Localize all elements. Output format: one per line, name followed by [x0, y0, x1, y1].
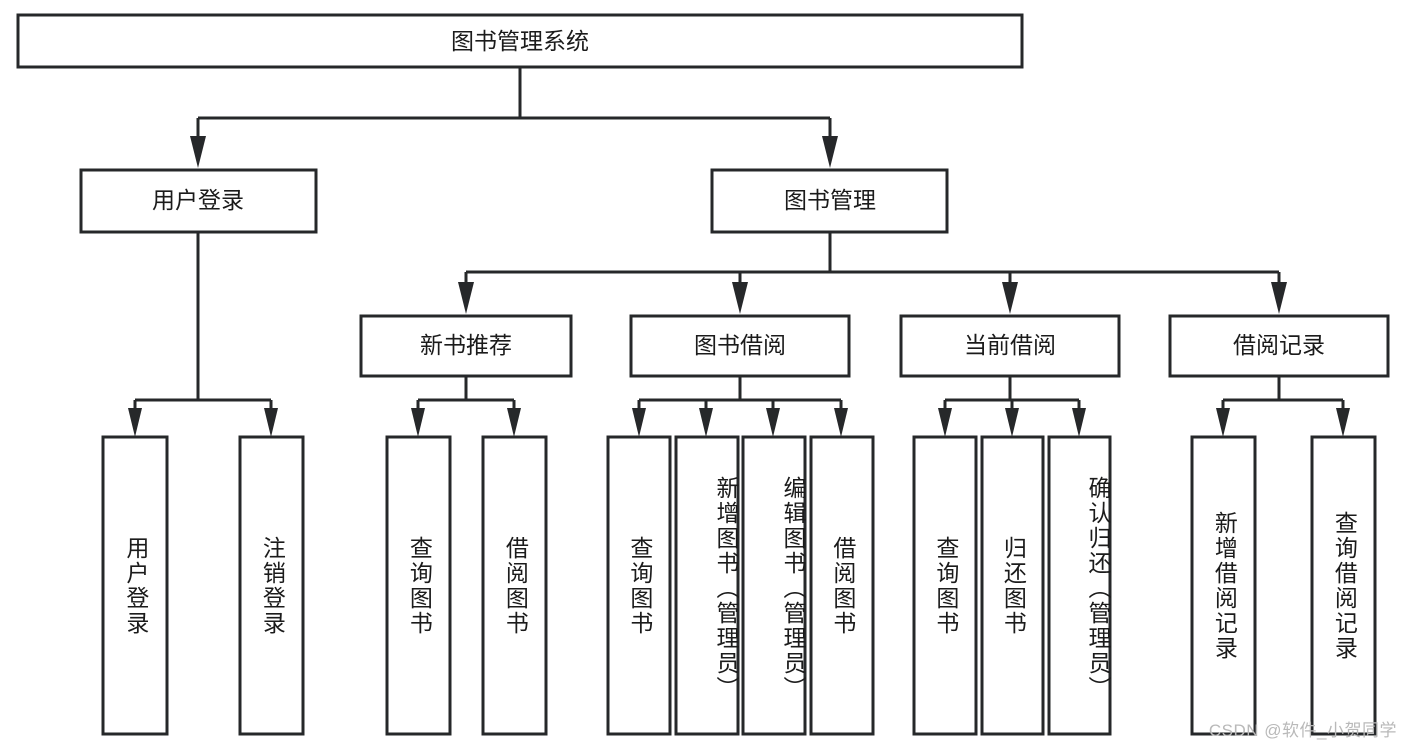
- leaf-box-query-book-3[interactable]: [912, 435, 978, 736]
- leaf-box-confirm-return-admin[interactable]: [1047, 435, 1112, 736]
- node-user-login-label: 用户登录: [152, 187, 244, 213]
- connector-newbook-to-leaves: [411, 376, 521, 437]
- node-book-management[interactable]: 图书管理: [710, 168, 949, 234]
- leaf-box-borrow-book-1[interactable]: [481, 435, 548, 736]
- leaf-box-query-book-2[interactable]: [606, 435, 672, 736]
- node-borrow-record-label: 借阅记录: [1233, 332, 1325, 358]
- connector-bookmgmt-to-level3: [458, 232, 1287, 314]
- leaf-box-logout[interactable]: [238, 435, 305, 736]
- leaf-box-edit-book-admin[interactable]: [741, 435, 807, 736]
- connector-bookborrow-to-leaves: [632, 376, 848, 437]
- csdn-watermark: CSDN @软件_小贺同学: [1208, 721, 1397, 740]
- leaf-box-add-borrow-record[interactable]: [1190, 435, 1257, 736]
- node-book-management-label: 图书管理: [784, 187, 876, 213]
- leaf-box-add-book-admin[interactable]: [674, 435, 740, 736]
- leaf-box-borrow-book-2[interactable]: [809, 435, 875, 736]
- leaf-box-user-login[interactable]: [101, 435, 169, 736]
- leaf-box-query-borrow-record[interactable]: [1310, 435, 1377, 736]
- node-current-borrow-label: 当前借阅: [964, 332, 1056, 358]
- node-borrow-record[interactable]: 借阅记录: [1168, 314, 1390, 378]
- node-current-borrow[interactable]: 当前借阅: [899, 314, 1121, 378]
- node-new-book-recommend-label: 新书推荐: [420, 332, 512, 358]
- node-book-borrow-label: 图书借阅: [694, 332, 786, 358]
- node-new-book-recommend[interactable]: 新书推荐: [359, 314, 573, 378]
- connector-currentborrow-to-leaves: [938, 376, 1086, 437]
- leaf-box-return-book[interactable]: [980, 435, 1045, 736]
- leaf-box-query-book-1[interactable]: [385, 435, 452, 736]
- node-root-label: 图书管理系统: [451, 28, 589, 54]
- connector-root-to-level2: [190, 67, 838, 168]
- connector-borrowrecord-to-leaves: [1216, 376, 1350, 437]
- node-root[interactable]: 图书管理系统: [16, 13, 1024, 69]
- node-book-borrow[interactable]: 图书借阅: [629, 314, 851, 378]
- node-user-login[interactable]: 用户登录: [79, 168, 318, 234]
- connector-userlogin-to-leaves: [128, 232, 278, 437]
